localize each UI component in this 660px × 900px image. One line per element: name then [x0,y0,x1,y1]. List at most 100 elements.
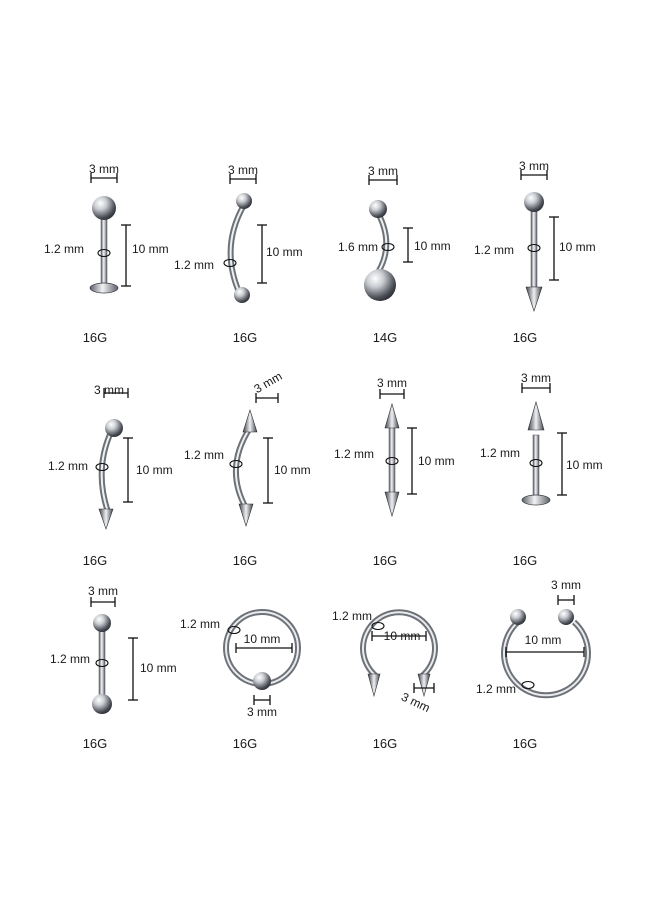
gauge-size-label: 1.6 mm [338,240,378,254]
gauge-size-label: 1.2 mm [474,243,514,257]
gauge-size-label: 1.2 mm [480,446,520,460]
ring-highlight [503,621,589,697]
diameter-label: 10 mm [384,629,421,643]
gauge-marker [529,458,543,468]
jewelry-illustration: 3 mm 10 mm 1.2 mm [476,578,591,699]
length-label: 10 mm [274,463,311,477]
jewelry-item-horseshoe-ball: 3 mm 10 mm 1.2 mm [470,570,620,770]
ball-end [510,609,526,625]
ring-highlight [225,611,300,685]
length-label: 10 mm [140,661,177,675]
gauge-label: 16G [232,330,258,345]
gauge-size-label: 1.2 mm [44,242,84,256]
spike-bottom [238,503,254,527]
bead-size-label: 3 mm [228,163,258,177]
gauge-label: 16G [82,553,108,568]
ball-end [364,269,396,301]
gauge-size-label: 1.2 mm [50,652,90,666]
gauge-label: 16G [512,736,538,751]
diameter-label: 10 mm [525,633,562,647]
gauge-label: 16G [372,553,398,568]
jewelry-item-curved-barbell-double-spike: 3 mm 10 mm 1.2 mm [184,369,340,570]
gauge-marker [227,625,241,635]
ball-end [236,193,252,209]
length-label: 10 mm [266,245,303,259]
spike-top [242,409,258,433]
jewelry-illustration: 3 mm 10 mm 1.2 mm [474,159,596,312]
length-label: 10 mm [136,463,173,477]
bead-size-label: 3 mm [519,159,549,173]
gauge-label: 16G [512,330,538,345]
gauge-marker [527,243,541,253]
flat-back-disc [89,282,119,294]
bead-size-label: 3 mm [399,690,432,715]
spike-top [384,402,400,429]
barbell-shaft [530,199,538,288]
barbell-shaft [388,424,396,496]
bead-size-label: 3 mm [89,162,119,176]
length-label: 10 mm [559,240,596,254]
gauge-label: 14G [372,330,398,345]
bead-size-label: 3 mm [551,578,581,592]
gauge-marker [97,248,111,258]
jewelry-illustration: 3 mm 10 mm 1.2 mm [184,369,311,527]
barbell-shaft [98,627,106,699]
gauge-label: 16G [512,553,538,568]
captive-bead [253,672,271,690]
jewelry-item-horseshoe-spike: 10 mm 3 mm 1.2 mm [330,570,480,770]
gauge-size-label: 1.2 mm [332,609,372,623]
spike-end [525,286,543,312]
bead-size-label: 3 mm [368,164,398,178]
gauge-marker [95,462,109,472]
gauge-marker [381,242,395,252]
jewelry-item-straight-barbell-spike: 3 mm 10 mm 1.2 mm [470,155,620,355]
gauge-size-label: 1.2 mm [476,682,516,696]
spike-bottom [384,491,400,518]
gauge-marker [371,621,385,631]
ball-end [234,287,250,303]
gauge-size-label: 1.2 mm [48,459,88,473]
gauge-marker [385,456,399,466]
bead-size-label: 3 mm [252,369,285,396]
gauge-label: 16G [232,736,258,751]
flat-back-disc [521,494,551,506]
ball-end [92,196,116,220]
ball-end [369,200,387,218]
gauge-label: 16G [82,736,108,751]
barbell-shaft [100,209,108,286]
spike-right [417,673,431,698]
gauge-label: 16G [232,553,258,568]
gauge-marker [229,459,243,469]
bead-size-label: 3 mm [521,371,551,385]
ball-end [558,609,574,625]
spike-end [527,400,545,431]
gauge-marker [223,258,237,268]
gauge-size-label: 1.2 mm [174,258,214,272]
jewelry-illustration: 10 mm3 mm1.2 mm [180,609,302,719]
bead-size-label: 3 mm [377,376,407,390]
ball-end [105,419,123,437]
shaft-highlight [229,204,245,293]
jewelry-item-curved-barbell-ball: 3 mm 10 mm 1.2 mm [174,155,340,355]
jewelry-illustration: 3 mm 10 mm 1.2 mm [44,162,169,294]
spike-left [367,673,381,698]
gauge-marker [95,658,109,668]
gauge-size-label: 1.2 mm [334,447,374,461]
gauge-size-label: 1.2 mm [180,617,220,631]
gauge-marker [521,680,535,690]
length-label: 10 mm [132,242,169,256]
gauge-size-label: 1.2 mm [184,448,224,462]
diameter-label: 10 mm [244,632,281,646]
ball-end [524,192,544,212]
jewelry-item-labret-ball: 3 mm 10 mm 1.2 mm [40,155,190,355]
